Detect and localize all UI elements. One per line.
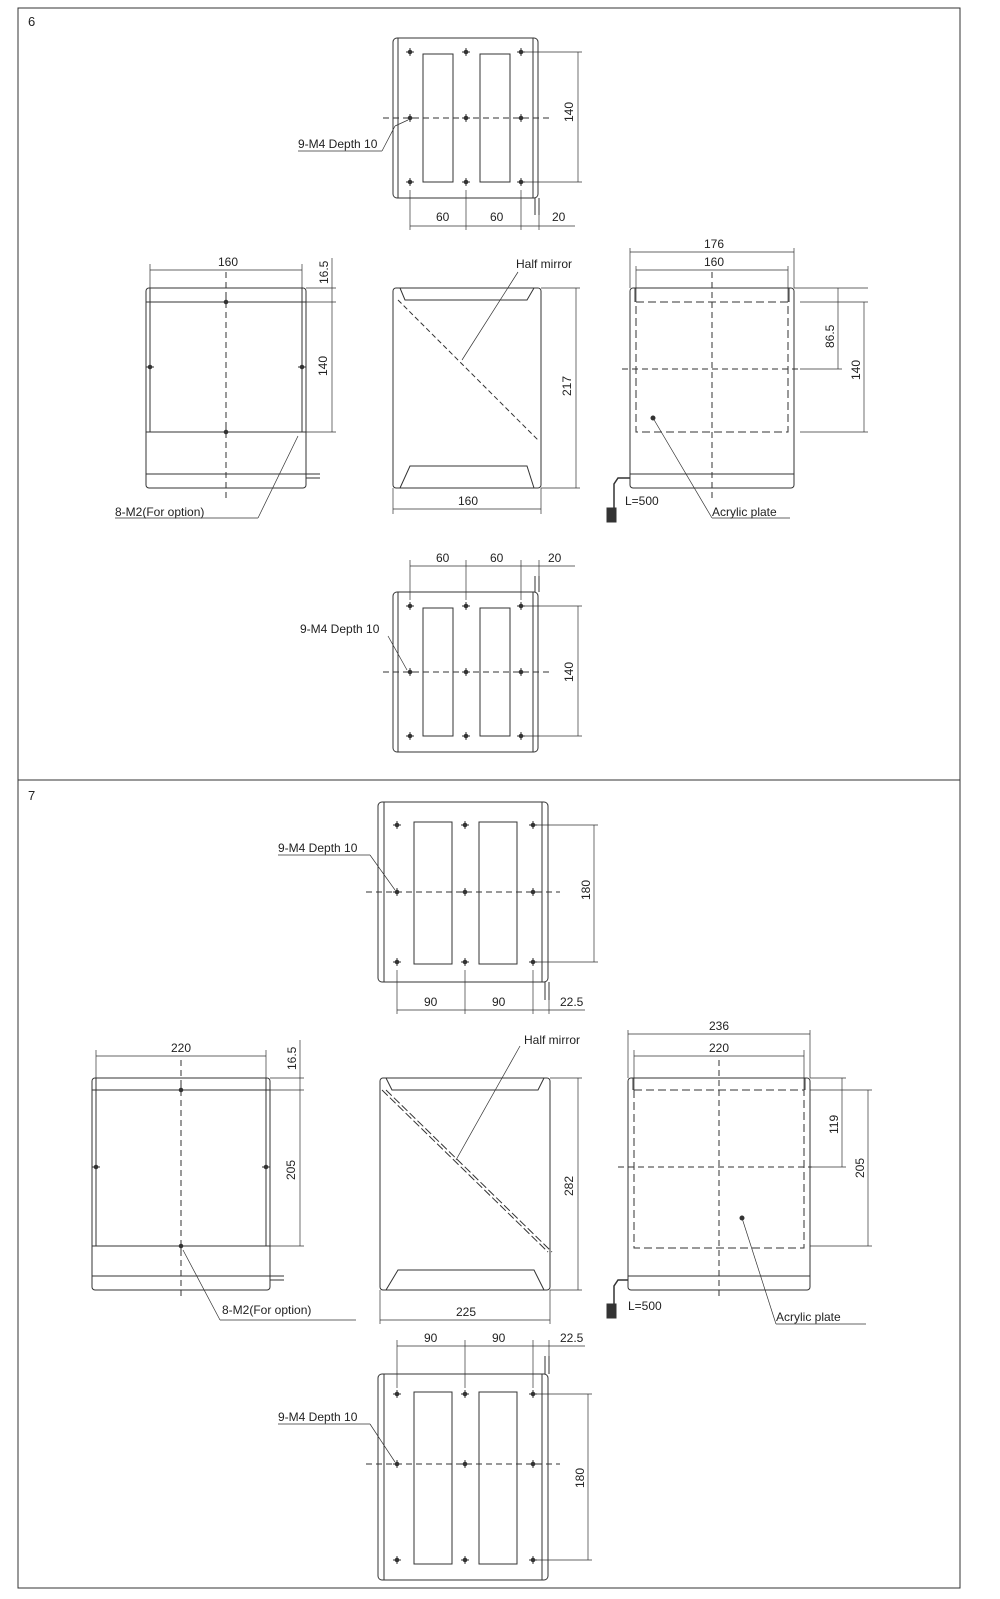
p7-top-dim-h2: 90 — [492, 995, 506, 1009]
p7-bottom-hole-label: 9-M4 Depth 10 — [278, 1410, 358, 1424]
p7-center-mirror-label: Half mirror — [524, 1033, 580, 1047]
p7-right-plate-label: Acrylic plate — [776, 1310, 841, 1324]
p6-top-view — [298, 37, 582, 230]
p6-bottom-dim-h1: 60 — [436, 551, 450, 565]
p6-right-dim-v1: 86.5 — [823, 324, 837, 348]
p7-left-hole-label: 8-M2(For option) — [222, 1303, 311, 1317]
p7-top-dim-h1: 90 — [424, 995, 438, 1009]
p7-left-dim-v: 205 — [284, 1160, 298, 1180]
p6-bottom-hole-label: 9-M4 Depth 10 — [300, 622, 380, 636]
panel-7 — [91, 801, 872, 1581]
p7-top-hole-label: 9-M4 Depth 10 — [278, 841, 358, 855]
p6-right-view — [606, 248, 868, 523]
p6-center-mirror-label: Half mirror — [516, 257, 572, 271]
p7-bottom-dim-h1: 90 — [424, 1331, 438, 1345]
p7-right-dim-inner: 220 — [709, 1041, 729, 1055]
p7-right-dim-outer: 236 — [709, 1019, 729, 1033]
panel-6-frame — [17, 7, 961, 781]
p7-top-view — [278, 801, 598, 1014]
p6-center-view — [392, 271, 580, 514]
panel-7-frame — [17, 779, 961, 1589]
p7-center-view — [379, 1045, 582, 1324]
p6-center-dim-w: 160 — [458, 494, 478, 508]
panel-7-number: 7 — [28, 788, 35, 803]
p7-left-dim-top: 16.5 — [285, 1046, 299, 1070]
p7-center-dim-h: 282 — [562, 1176, 576, 1196]
p6-top-dim-v: 140 — [562, 102, 576, 122]
p7-bottom-view — [278, 1340, 592, 1581]
p7-top-dim-side: 22.5 — [560, 995, 584, 1009]
p6-bottom-dim-v: 140 — [562, 662, 576, 682]
p6-bottom-dim-h2: 60 — [490, 551, 504, 565]
p7-bottom-dim-side: 22.5 — [560, 1331, 584, 1345]
p6-top-hole-label: 9-M4 Depth 10 — [298, 137, 378, 151]
panel-6 — [115, 37, 868, 753]
p7-center-dim-w: 225 — [456, 1305, 476, 1319]
p7-right-view — [606, 1030, 872, 1325]
p6-left-dim-w: 160 — [218, 255, 238, 269]
p6-top-dim-h2: 60 — [490, 210, 504, 224]
p6-bottom-dim-side: 20 — [548, 551, 562, 565]
p6-right-dim-v2: 140 — [849, 360, 863, 380]
p6-left-view — [115, 258, 336, 519]
panel-6-number: 6 — [28, 14, 35, 29]
p6-top-dim-side: 20 — [552, 210, 566, 224]
p7-right-cable-label: L=500 — [628, 1299, 662, 1313]
p7-left-view — [91, 1040, 356, 1321]
p7-top-dim-v: 180 — [579, 880, 593, 900]
p6-left-hole-label: 8-M2(For option) — [115, 505, 204, 519]
p7-bottom-dim-v: 180 — [573, 1468, 587, 1488]
p6-left-dim-top: 16.5 — [317, 260, 331, 284]
p6-right-plate-label: Acrylic plate — [712, 505, 777, 519]
p7-right-dim-v2: 205 — [853, 1158, 867, 1178]
p7-bottom-dim-h2: 90 — [492, 1331, 506, 1345]
p7-right-dim-v1: 119 — [827, 1115, 841, 1134]
p6-right-dim-outer: 176 — [704, 237, 724, 251]
p6-right-cable-label: L=500 — [625, 494, 659, 508]
p7-left-dim-w: 220 — [171, 1041, 191, 1055]
p6-top-dim-h1: 60 — [436, 210, 450, 224]
p6-center-dim-h: 217 — [560, 376, 574, 396]
p6-bottom-view — [383, 560, 582, 753]
p6-left-dim-v: 140 — [316, 356, 330, 376]
p6-right-dim-inner: 160 — [704, 255, 724, 269]
